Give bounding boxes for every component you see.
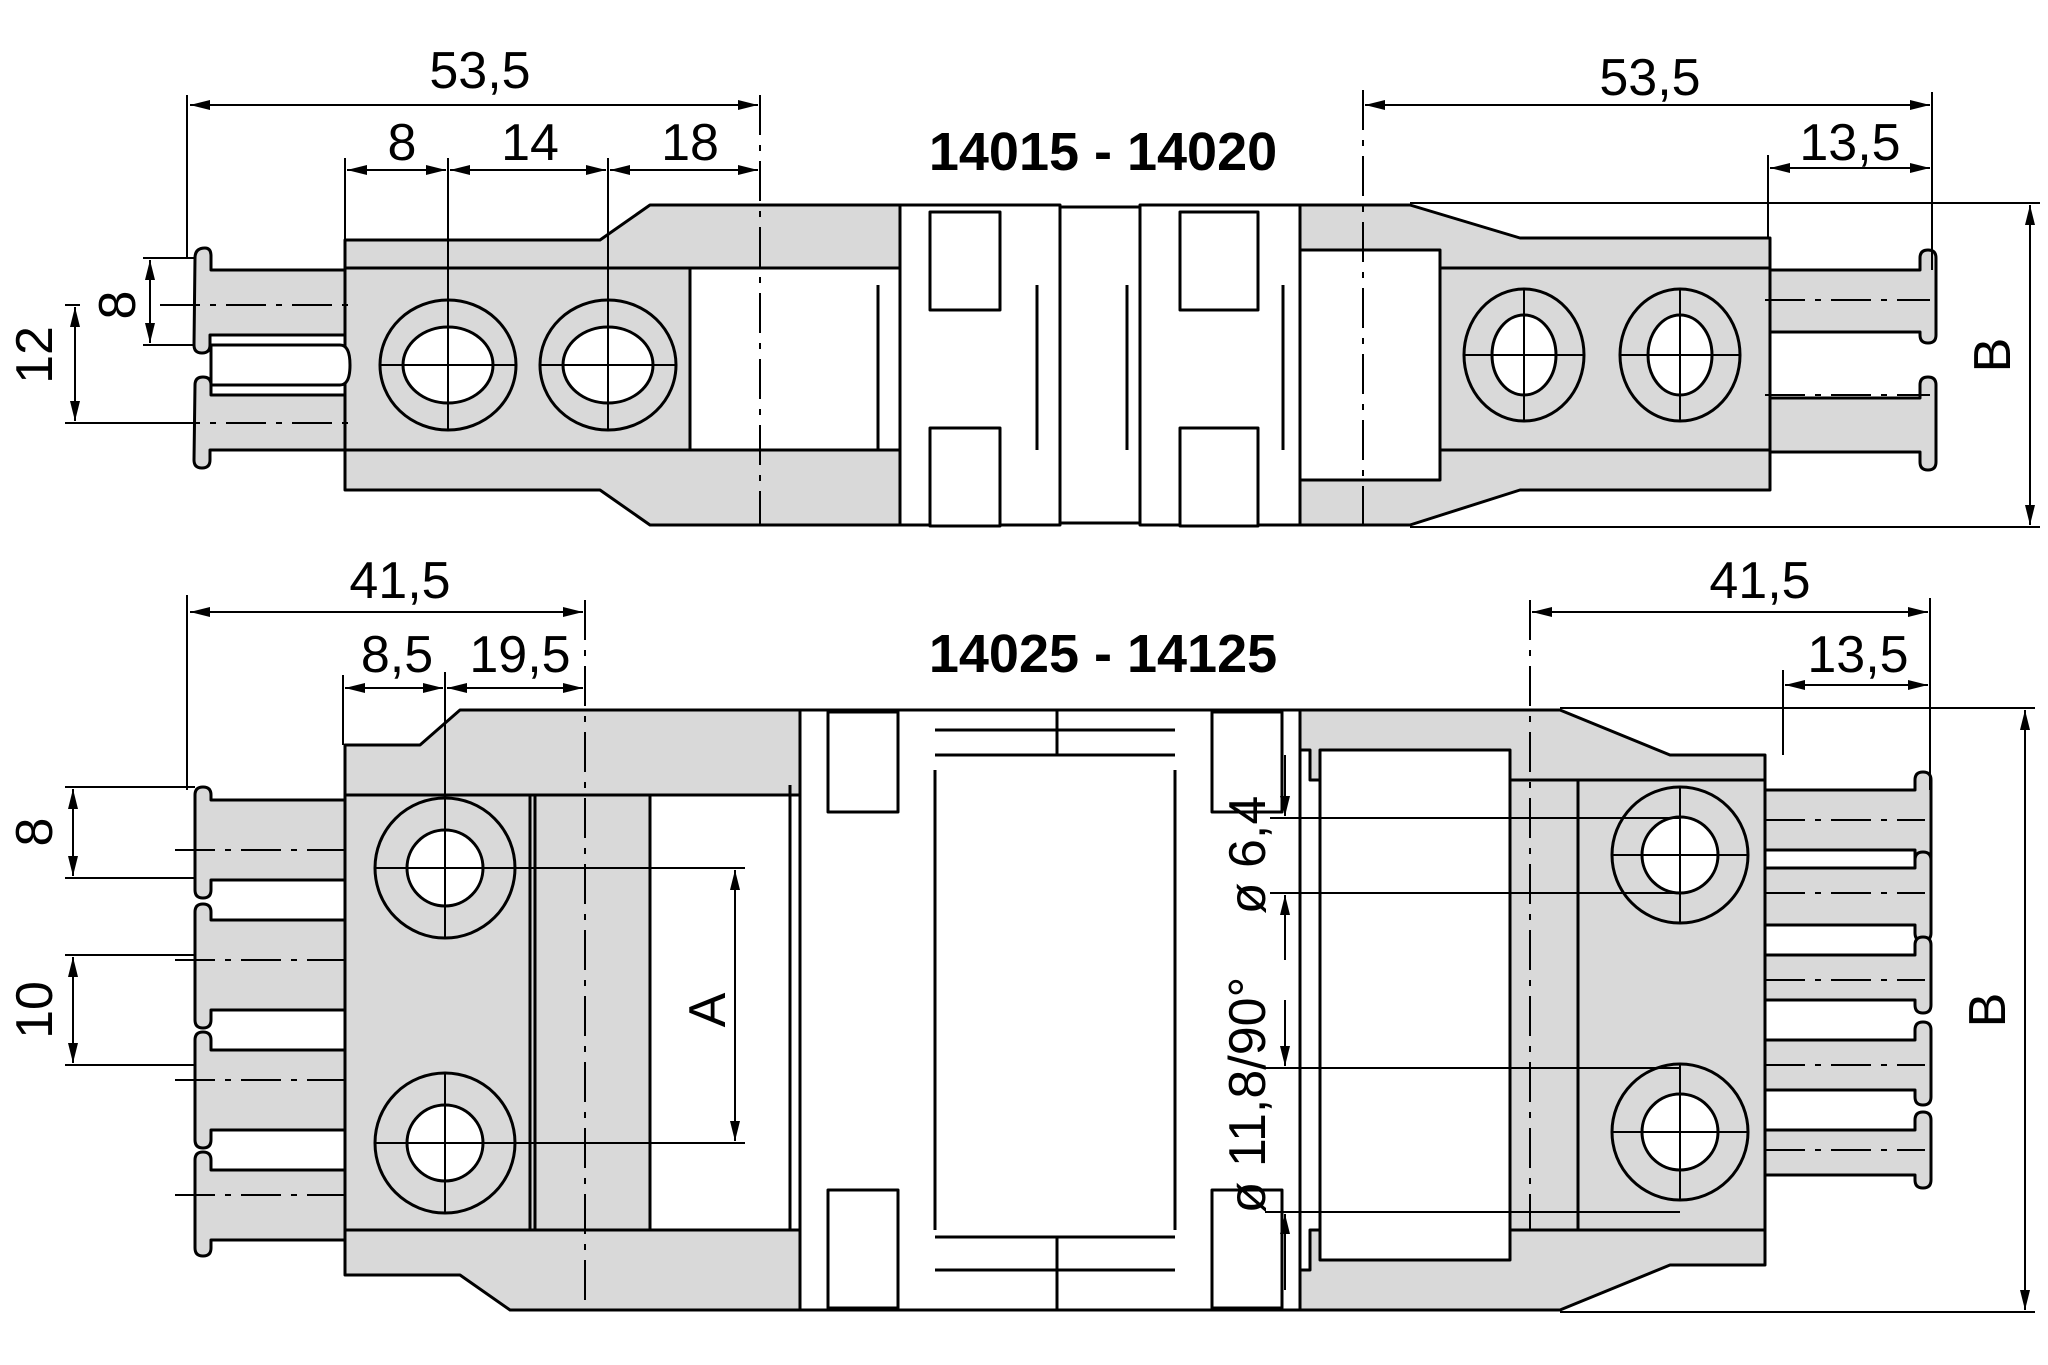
top-left-overall-label: 53,5 xyxy=(429,42,530,100)
top-right-hole-2 xyxy=(1618,287,1742,423)
bottom-left-hole-spacing-label: A xyxy=(679,992,737,1027)
top-left-seg2-label: 14 xyxy=(501,114,559,172)
top-view: 53,5 8 14 18 8 12 14015 - 14020 53,5 xyxy=(6,42,2040,528)
top-right-hole-1 xyxy=(1462,287,1586,423)
bottom-view: 41,5 8,5 19,5 8 10 A 14025 - 14125 xyxy=(6,552,2035,1313)
top-left-bracket xyxy=(160,203,902,527)
top-right-bracket xyxy=(1298,203,1938,527)
bottom-right-dimensions: 41,5 13,5 B ø 6,4 ø 11,8/90° xyxy=(1219,552,2035,1313)
top-left-seg3-label: 18 xyxy=(661,114,719,172)
bottom-left-dimensions: 41,5 8,5 19,5 8 10 A xyxy=(6,552,745,1144)
top-left-vertical-pitch-label: 12 xyxy=(6,326,64,384)
bottom-left-vertical-small-label: 8 xyxy=(6,818,64,847)
bottom-view-title: 14025 - 14125 xyxy=(929,624,1277,684)
top-right-dimensions: 53,5 13,5 B xyxy=(1365,49,2040,528)
top-right-width-label: B xyxy=(1964,338,2022,373)
top-left-dimensions: 53,5 8 14 18 8 12 xyxy=(6,42,758,424)
top-right-overall-label: 53,5 xyxy=(1599,49,1700,107)
bottom-right-hole-diameter-label: ø 6,4 xyxy=(1219,796,1277,915)
bottom-left-seg1-label: 8,5 xyxy=(361,626,433,684)
top-middle-links xyxy=(876,203,1302,528)
bottom-right-width-label: B xyxy=(1959,993,2017,1028)
bottom-right-hole-1 xyxy=(1610,785,1750,925)
bottom-right-overall-label: 41,5 xyxy=(1709,552,1810,610)
top-right-offset-label: 13,5 xyxy=(1799,114,1900,172)
bottom-left-vertical-pitch-label: 10 xyxy=(6,981,64,1039)
bottom-left-overall-label: 41,5 xyxy=(349,552,450,610)
bottom-left-seg2-label: 19,5 xyxy=(469,626,570,684)
top-view-title: 14015 - 14020 xyxy=(929,122,1277,182)
bottom-right-counterbore-label: ø 11,8/90° xyxy=(1219,977,1277,1214)
bottom-middle-links xyxy=(648,708,1322,1312)
top-left-seg1-label: 8 xyxy=(388,114,417,172)
bottom-right-bracket xyxy=(1298,708,1933,1312)
bottom-right-hole-2 xyxy=(1610,1062,1750,1202)
bottom-right-offset-label: 13,5 xyxy=(1807,626,1908,684)
top-left-vertical-small-label: 8 xyxy=(89,291,147,320)
